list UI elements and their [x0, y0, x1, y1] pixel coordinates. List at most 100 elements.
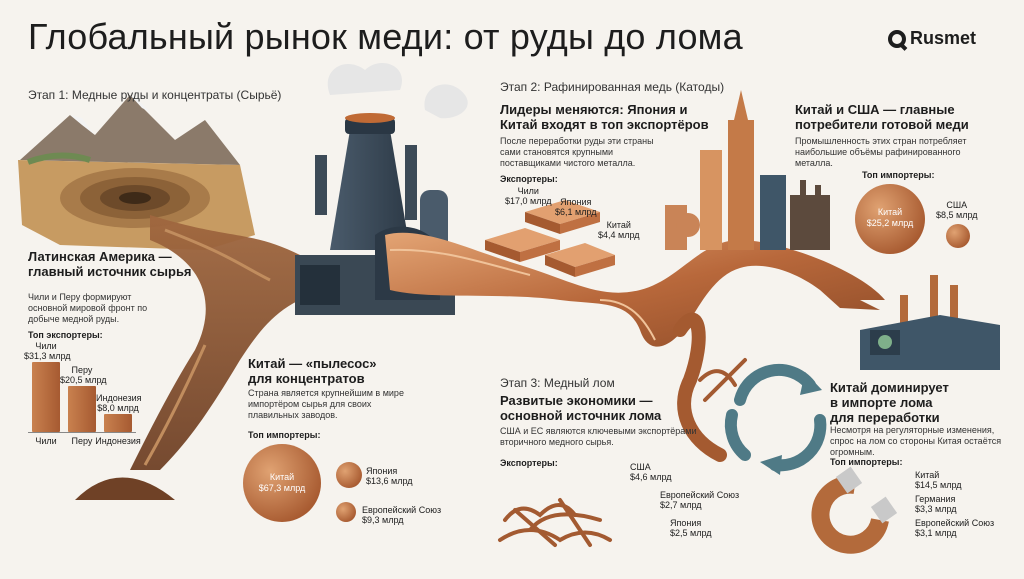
stage2-text: После переработки руды эти страны сами с… [500, 136, 654, 168]
cathode-bars [485, 200, 615, 277]
stage3-exporter-3-name: Япония [670, 518, 702, 528]
scrap-import-text: Несмотря на регуляторные изменения, спро… [830, 425, 1002, 457]
stage3-exporter-3: Япония $2,5 млрд [670, 518, 712, 538]
china-conc-other-1-name: Япония [366, 466, 398, 476]
page-title: Глобальный рынок меди: от руды до лома [28, 16, 743, 57]
stage2-label: Этап 2: Рафинированная медь (Катоды) [500, 80, 725, 94]
recycling-arrows [724, 363, 827, 472]
scrap-importer-3-name: Европейский Союз [915, 518, 995, 528]
stage1-bar-3-label: Индонезия$8,0 млрд [96, 393, 142, 413]
scrap-wires [498, 358, 747, 547]
consumers-importers-label: Топ импортеры: [862, 170, 935, 180]
brand-logo: Rusmet [888, 28, 976, 49]
stage1-bar-1-category: Чили [35, 436, 57, 446]
consumers-other-value: $8,5 млрд [936, 210, 978, 220]
consumers-heading: Китай и США — главные потребители готово… [795, 102, 995, 132]
stage1-heading: Латинская Америка — главный источник сыр… [28, 249, 258, 279]
stage2-exporter-3-name: Китай [606, 220, 631, 230]
china-conc-bubble-text: Китай $67,3 млрд [243, 472, 321, 494]
stage2-exporter-2-value: $6,1 млрд [555, 207, 597, 217]
china-conc-text: Страна является крупнейшим в мире импорт… [248, 388, 404, 420]
stage2-heading-line1: Лидеры меняются: Япония и [500, 102, 688, 117]
china-conc-main-value: $67,3 млрд [258, 483, 306, 493]
logo-text: Rusmet [910, 28, 977, 48]
consumers-other-name: США [946, 200, 968, 210]
stage2-exporter-3: Китай $4,4 млрд [598, 220, 640, 240]
stage3-heading-line1: Развитые экономики — [500, 393, 653, 408]
scrap-import-heading: Китай доминирует в импорте лома для пере… [830, 380, 1010, 425]
china-conc-other-2: Европейский Союз $9,3 млрд [362, 505, 441, 525]
scrap-importer-2: Германия $3,3 млрд [915, 494, 957, 514]
stage1-bar-1-value: $31,3 млрд [24, 351, 71, 361]
stage1-bar-1-label: Чили$31,3 млрд [24, 341, 71, 361]
ore-pile [75, 477, 175, 500]
china-consumer-bubble-text: Китай $25,2 млрд [855, 207, 925, 229]
stage2-exporters-label: Экспортеры: [500, 174, 558, 184]
logo-icon [888, 29, 906, 48]
stage3-label: Этап 3: Медный лом [500, 376, 615, 390]
city-skyline [665, 90, 830, 250]
stage3-heading-line2: основной источник лома [500, 408, 662, 423]
stage1-bar-1-name: Чили [35, 341, 57, 351]
stage1-text: Чили и Перу формируют основной мировой ф… [28, 292, 148, 324]
stage2-exporter-1-value: $17,0 млрд [505, 196, 552, 206]
china-conc-importers-label: Топ импортеры: [248, 430, 321, 440]
china-conc-other-2-value: $9,3 млрд [362, 515, 404, 525]
stage3-exporter-2: Европейский Союз $2,7 млрд [660, 490, 739, 510]
china-conc-other-1-value: $13,6 млрд [366, 476, 413, 486]
stage3-exporter-1-name: США [630, 462, 651, 472]
recycling-plant [860, 275, 1000, 370]
ore-stream [130, 215, 330, 470]
usa-consumer-bubble [946, 224, 970, 248]
stage2-exporter-2: Япония $6,1 млрд [555, 197, 597, 217]
scrap-importer-3-value: $3,1 млрд [915, 528, 957, 538]
china-conc-heading-line1: Китай — «пылесос» [248, 356, 377, 371]
china-conc-heading: Китай — «пылесос» для концентратов [248, 356, 448, 386]
china-consumer-bubble [855, 184, 925, 254]
consumers-other: США $8,5 млрд [936, 200, 978, 220]
stage3-exporter-3-value: $2,5 млрд [670, 528, 712, 538]
stage1-bar-axis [28, 432, 136, 433]
scrap-import-heading-line1: Китай доминирует [830, 380, 949, 395]
japan-conc-bubble [336, 462, 362, 488]
stage1-bar-3-category: Индонезия [95, 436, 141, 446]
stage1-bar-2-name: Перу [71, 365, 93, 375]
stage2-exporter-3-value: $4,4 млрд [598, 230, 640, 240]
stage1-exporters-label: Топ экспортеры: [28, 330, 103, 340]
stage2-exporter-2-name: Япония [560, 197, 592, 207]
stage2-heading: Лидеры меняются: Япония и Китай входят в… [500, 102, 720, 132]
stage2-heading-line2: Китай входят в топ экспортёров [500, 117, 709, 132]
stage3-text: США и ЕС являются ключевыми экспортёрами… [500, 426, 697, 447]
scrap-importer-1: Китай $14,5 млрд [915, 470, 962, 490]
consumers-main-value: $25,2 млрд [866, 218, 914, 228]
stage3-exporter-1-value: $4,6 млрд [630, 472, 672, 482]
stage3-exporter-2-value: $2,7 млрд [660, 500, 702, 510]
china-conc-main-name: Китай [269, 472, 295, 482]
stage1-bar-1 [32, 362, 60, 432]
stage1-heading-line1: Латинская Америка — [28, 249, 172, 264]
stage2-exporter-1-name: Чили [517, 186, 539, 196]
consumers-heading-line1: Китай и США — главные [795, 102, 955, 117]
stage1-bar-3-value: $8,0 млрд [97, 403, 139, 413]
stage3-exporter-1: США $4,6 млрд [630, 462, 672, 482]
stage1-bar-3 [104, 414, 132, 432]
stage1-bar-2-category: Перу [71, 436, 93, 446]
consumers-heading-line2: потребители готовой меди [795, 117, 969, 132]
scrap-import-heading-line2: в импорте лома [830, 395, 933, 410]
scrap-importer-2-name: Германия [915, 494, 956, 504]
china-conc-other-1: Япония $13,6 млрд [366, 466, 413, 486]
stage1-heading-line2: главный источник сырья [28, 264, 192, 279]
stage1-label: Этап 1: Медные руды и концентраты (Сырьё… [28, 88, 282, 102]
stage1-bar-2-label: Перу$20,5 млрд [60, 365, 107, 385]
copper-ribbon [385, 232, 885, 347]
china-conc-bubble [243, 444, 321, 522]
scrap-importer-2-value: $3,3 млрд [915, 504, 957, 514]
stage1-bar-2 [68, 386, 96, 432]
scrap-importer-1-name: Китай [915, 470, 940, 480]
stage3-heading: Развитые экономики — основной источник л… [500, 393, 700, 423]
scrap-importer-3: Европейский Союз $3,1 млрд [915, 518, 994, 538]
china-conc-heading-line2: для концентратов [248, 371, 365, 386]
stage3-exporter-2-name: Европейский Союз [660, 490, 740, 500]
consumers-main-name: Китай [877, 207, 903, 217]
